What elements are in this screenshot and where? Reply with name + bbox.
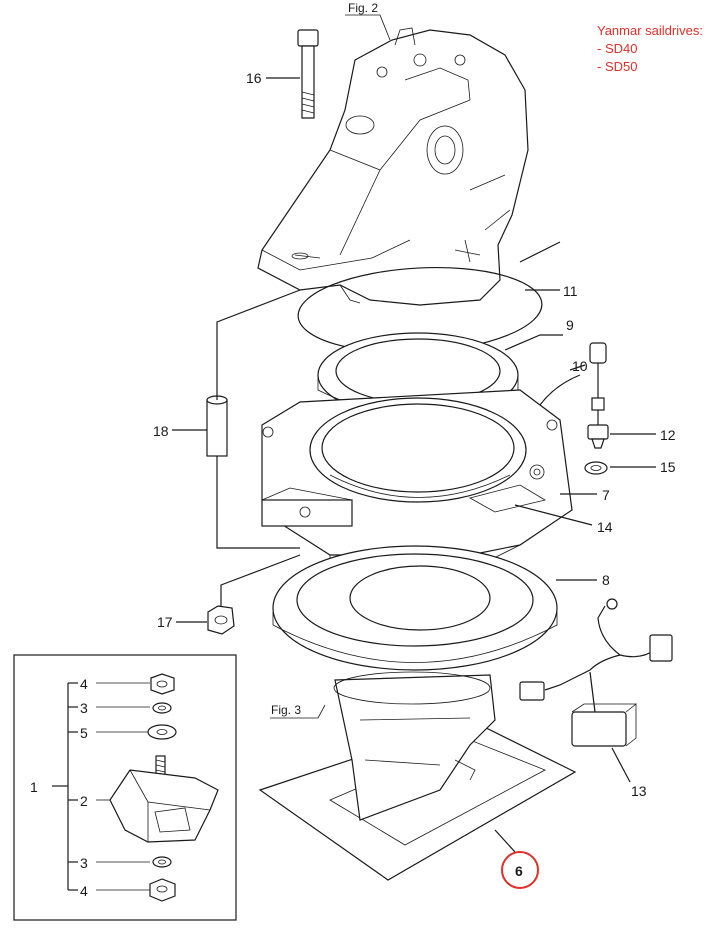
inset-washer-3-top: [152, 702, 172, 714]
model-note: Yanmar saildrives: - SD40 - SD50: [597, 22, 703, 76]
inset-mount-2: [109, 755, 219, 843]
collar-18: [206, 395, 228, 457]
upper-drive-housing: [257, 27, 529, 306]
label-18: 18: [153, 423, 169, 439]
mount-flange-7: [261, 389, 573, 571]
leader-18-top: [216, 289, 301, 400]
label-3a: 3: [80, 700, 88, 716]
label-6: 6: [515, 863, 523, 879]
leader-17-up: [220, 554, 301, 606]
label-16: 16: [246, 70, 262, 86]
label-13: 13: [631, 783, 647, 799]
inset-nut-bottom: [149, 878, 176, 902]
fig2-ref: Fig. 2: [348, 1, 378, 15]
label-14: 14: [597, 519, 613, 535]
label-15: 15: [660, 459, 676, 475]
model-note-sd40: - SD40: [597, 41, 638, 56]
inset-washer-5: [147, 724, 177, 740]
fig3-leader: [270, 704, 326, 719]
label-17: 17: [157, 614, 173, 630]
inset-nut-top: [150, 673, 175, 695]
label-4a: 4: [80, 676, 88, 692]
label-7: 7: [602, 487, 610, 503]
label-3b: 3: [80, 855, 88, 871]
label-9: 9: [566, 317, 574, 333]
lower-unit-leg: [333, 671, 496, 821]
fig2-leader: [345, 14, 391, 41]
wiring-harness-13: [519, 598, 673, 747]
washer-15: [584, 461, 608, 475]
seal-8: [272, 545, 558, 671]
label-2: 2: [80, 793, 88, 809]
model-note-sd50: - SD50: [597, 59, 638, 74]
label-11: 11: [563, 283, 578, 299]
label-1: 1: [30, 779, 38, 795]
fig3-ref: Fig. 3: [271, 703, 301, 717]
label-5: 5: [80, 725, 88, 741]
model-note-title: Yanmar saildrives:: [597, 23, 703, 38]
bolt-16: [297, 29, 319, 119]
label-4b: 4: [80, 883, 88, 899]
inset-washer-3-bottom: [152, 856, 172, 868]
nut-17: [207, 605, 235, 635]
label-12: 12: [660, 427, 676, 443]
label-10: 10: [572, 358, 588, 374]
highlight-circle-6: [501, 851, 539, 889]
label-8: 8: [602, 572, 610, 588]
sensor-12: [587, 342, 609, 449]
leader-18-bottom: [216, 456, 300, 549]
